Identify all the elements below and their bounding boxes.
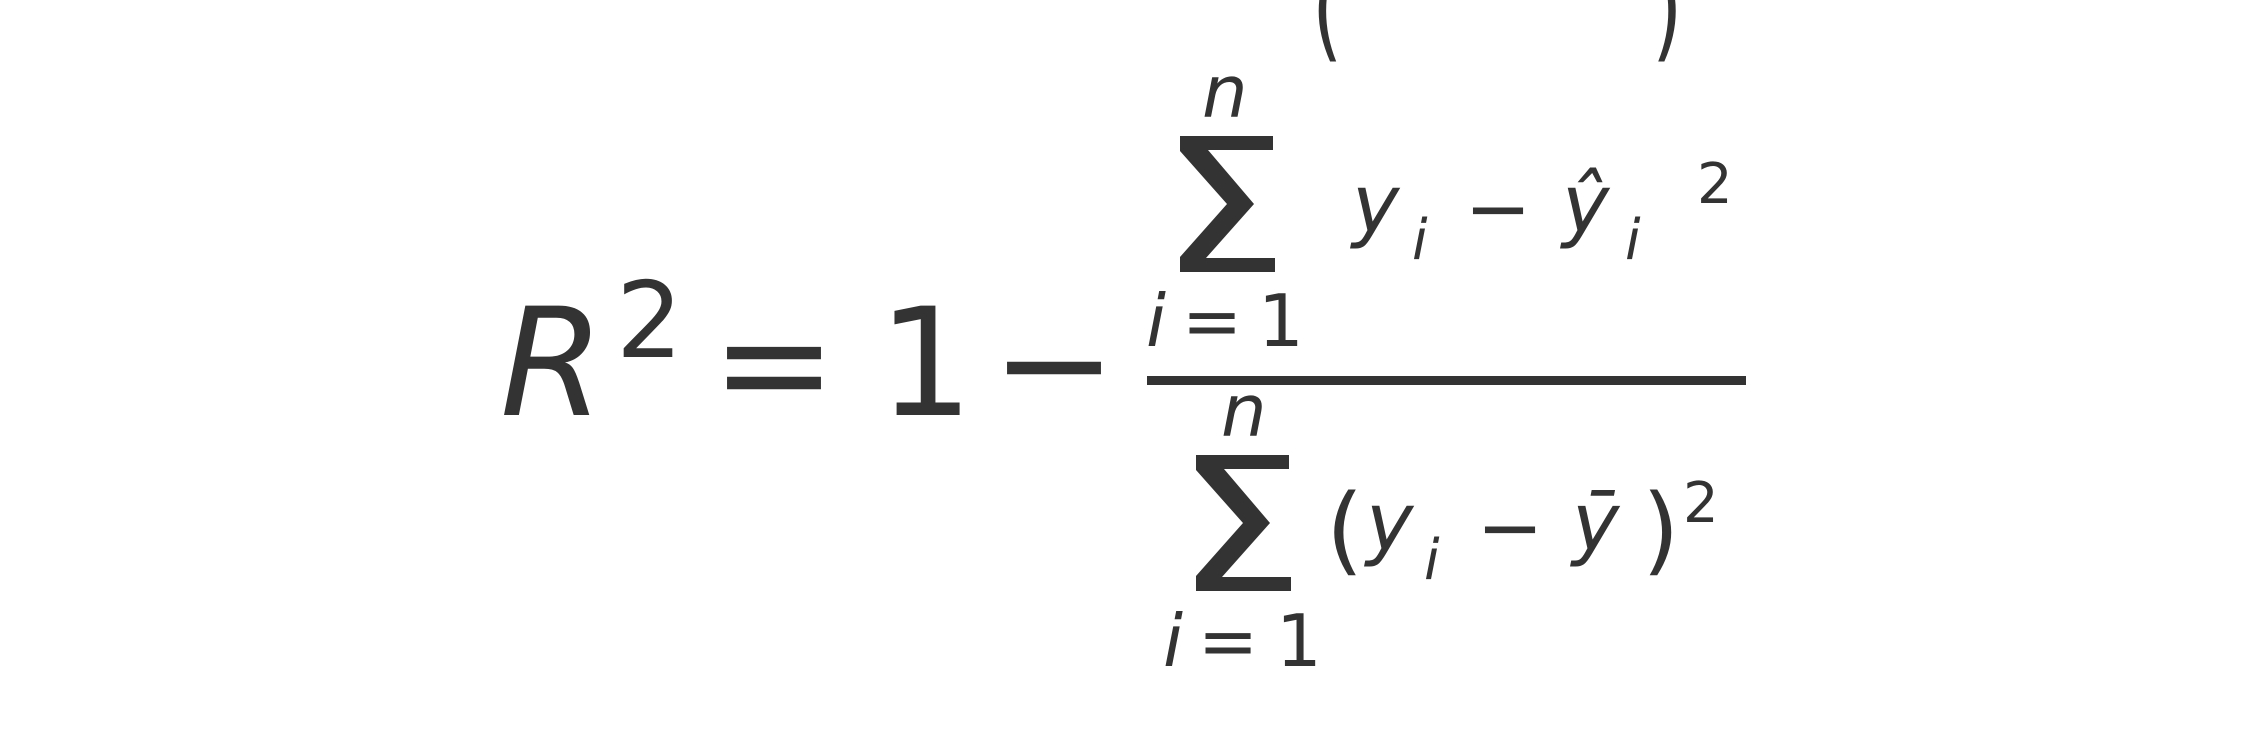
sum-lower-var: i — [1163, 599, 1183, 683]
term-y: y — [1350, 158, 1401, 251]
sum-upper-limit: n — [1202, 50, 1248, 134]
open-paren: ( — [1312, 0, 1342, 73]
sum-lower-var: i — [1146, 279, 1166, 363]
term-y-subscript: i — [1424, 528, 1440, 593]
minus-sign: − — [1476, 481, 1543, 574]
r-symbol: R — [500, 277, 604, 451]
close-paren: ) — [1642, 474, 1679, 586]
sum-lower-eq: = — [1198, 599, 1258, 683]
sigma-icon — [1196, 455, 1291, 591]
minus-sign: − — [991, 277, 1117, 451]
term-y-hat: ŷ — [1560, 158, 1611, 251]
open-paren: ( — [1326, 474, 1363, 586]
term-y: y — [1364, 476, 1415, 569]
minus-sign: − — [1464, 162, 1531, 255]
term-y-bar: ȳ — [1570, 476, 1621, 569]
sum-lower-val: 1 — [1258, 279, 1304, 363]
sigma-icon — [1180, 136, 1275, 272]
one: 1 — [878, 277, 973, 451]
close-paren: ) — [1652, 0, 1682, 73]
equals-sign: = — [711, 277, 837, 451]
denominator-exponent: 2 — [1683, 471, 1719, 536]
fraction-bar — [1147, 376, 1746, 385]
sum-lower-eq: = — [1182, 279, 1242, 363]
term-y-subscript: i — [1412, 208, 1428, 273]
sum-lower-val: 1 — [1276, 599, 1322, 683]
numerator: n i = 1 ( y i − ŷ i ) 2 — [1146, 0, 1733, 363]
numerator-exponent: 2 — [1697, 152, 1733, 217]
term-y-hat-subscript: i — [1625, 208, 1641, 273]
r-exponent: 2 — [616, 260, 683, 382]
denominator: n i = 1 ( y i − ȳ ) 2 — [1163, 369, 1719, 683]
sum-upper-limit: n — [1221, 369, 1267, 453]
